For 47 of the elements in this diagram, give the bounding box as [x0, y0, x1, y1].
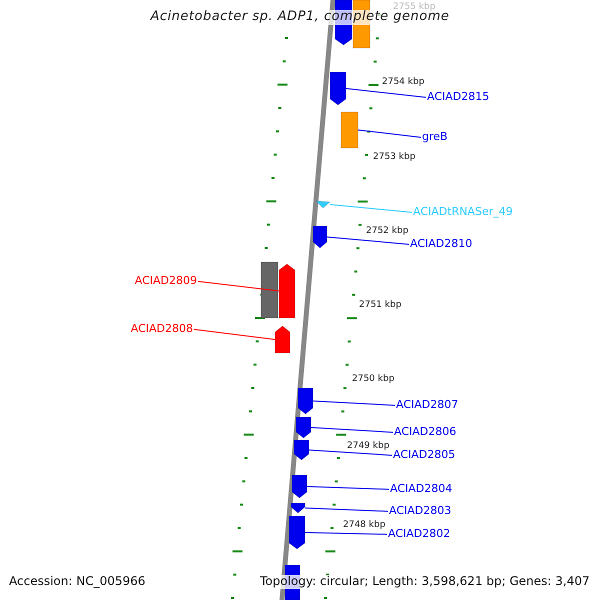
leader-line — [304, 508, 388, 512]
gene-glyph — [298, 388, 314, 414]
scale-label: 2755 kbp — [393, 2, 436, 12]
leader-line — [304, 532, 388, 535]
gene-label: ACIAD2815 — [427, 91, 490, 104]
gene-glyph — [274, 326, 290, 354]
leader-line — [194, 328, 276, 340]
gene-label: greB — [422, 131, 448, 144]
gene-label: ACIAD2805 — [393, 449, 456, 462]
gene-label: ACIAD2806 — [394, 426, 456, 439]
gene-label: ACIAD2804 — [390, 483, 452, 496]
scale-label: 2749 kbp — [347, 441, 390, 452]
gene-glyph — [296, 416, 312, 438]
scale-label: 2752 kbp — [366, 226, 408, 236]
leader-line — [306, 486, 390, 490]
gene-label: ACIAD2802 — [388, 528, 450, 541]
gene-glyph — [288, 516, 306, 550]
gene-label: ACIADtRNASer_49 — [413, 206, 513, 219]
gene-label: ACIAD2808 — [130, 323, 193, 336]
gene-label: ACIAD2809 — [134, 275, 197, 288]
gene-glyph — [340, 112, 358, 148]
gene-label: ACIAD2807 — [396, 399, 458, 412]
title: Acinetobacter sp. ADP1, complete genome — [150, 10, 450, 25]
gene-glyph — [294, 440, 310, 460]
leader-line — [310, 427, 394, 433]
genome-summary: Topology: circular; Length: 3,598,621 bp; Genes: 3,407 — [260, 575, 590, 589]
gene-label: ACIAD2810 — [410, 238, 472, 251]
accession-text: Accession: NC_005966 — [9, 575, 146, 589]
scale-label: 2750 kbp — [352, 374, 394, 384]
leader-line — [312, 400, 396, 406]
gene-label: ACIAD2803 — [389, 505, 452, 518]
scale-label: 2748 kbp — [343, 520, 386, 530]
gene-glyph — [292, 474, 308, 498]
scale-label: 2751 kbp — [359, 300, 402, 310]
leader-line — [358, 130, 422, 138]
scale-label: 2753 kbp — [373, 152, 416, 162]
gene-glyph — [278, 264, 296, 318]
gene-glyph — [316, 200, 330, 208]
leader-line — [330, 204, 412, 213]
leader-line — [198, 280, 280, 292]
leader-line — [326, 236, 410, 245]
gene-glyph — [290, 502, 306, 514]
gene-glyph — [312, 226, 328, 248]
leader-line — [308, 450, 392, 456]
gene-glyph — [330, 72, 346, 106]
scale-label: 2754 kbp — [382, 77, 424, 88]
leader-line — [346, 88, 426, 98]
